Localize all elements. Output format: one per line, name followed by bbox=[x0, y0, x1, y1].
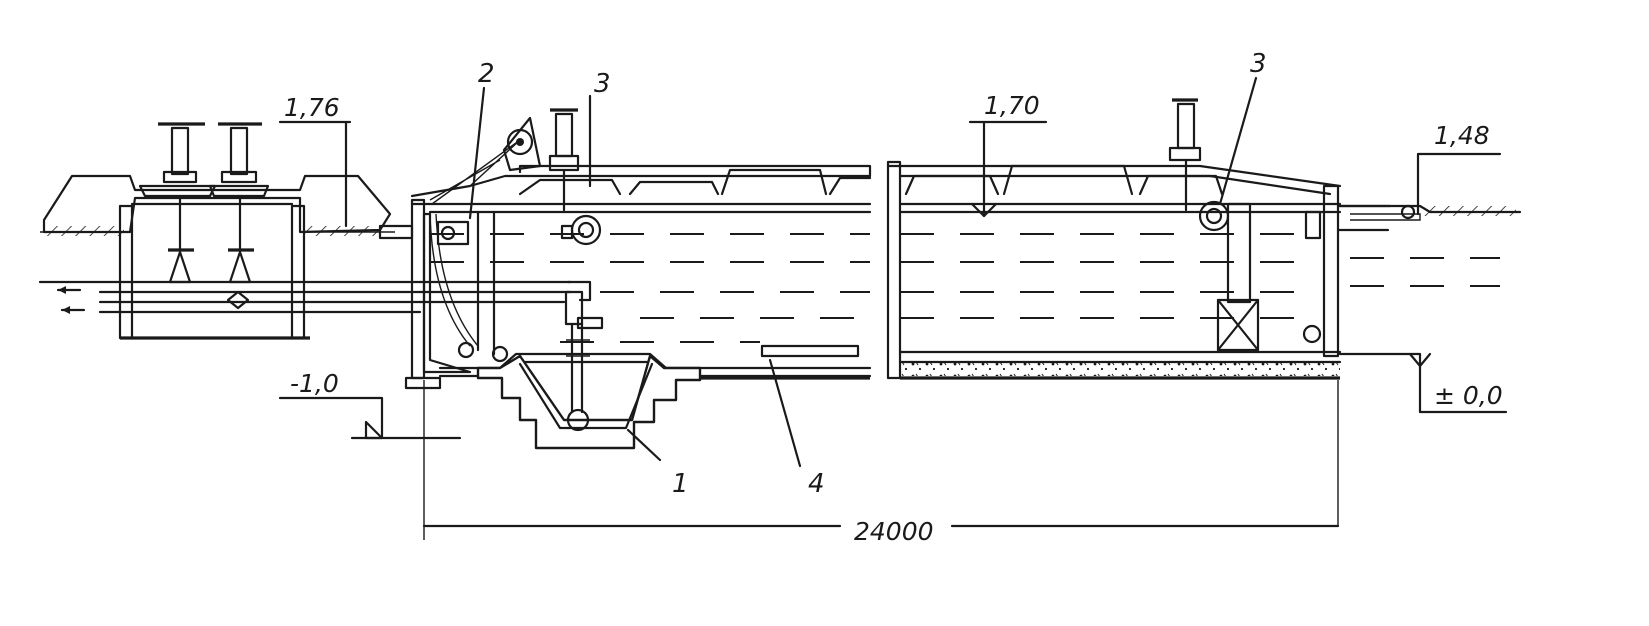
dimension-lines bbox=[278, 120, 1508, 540]
callout-leaders bbox=[468, 76, 1258, 468]
tank-left-section bbox=[378, 108, 872, 450]
callout-label-3-right: 3 bbox=[1250, 49, 1267, 79]
callout-label-1: 1 bbox=[672, 469, 689, 499]
valve-column-icon bbox=[1168, 98, 1202, 212]
winch-drum-icon bbox=[429, 116, 542, 205]
length-dimension-label: 24000 bbox=[854, 517, 934, 546]
callout-label-2: 2 bbox=[478, 59, 495, 89]
elevation-label-mid-top: 1,70 bbox=[984, 91, 1040, 120]
left-valve-chamber bbox=[38, 122, 422, 340]
tank-right-section bbox=[886, 98, 1522, 380]
elevation-label-right-top: 1,48 bbox=[1434, 121, 1490, 150]
callout-label-4: 4 bbox=[808, 469, 825, 499]
telescopic-valve-icon bbox=[564, 280, 604, 432]
support-column-icon bbox=[1216, 202, 1260, 352]
elevation-label-left-top: 1,76 bbox=[284, 93, 340, 122]
elevation-label-zero: ± 0,0 bbox=[1434, 381, 1503, 410]
elevation-label-bottom-left: -1,0 bbox=[290, 369, 339, 398]
gate-valve-handwheel-icon bbox=[138, 122, 217, 198]
valve-column-icon bbox=[548, 108, 580, 212]
gate-valve-handwheel-icon bbox=[208, 122, 270, 198]
callout-label-3-left: 3 bbox=[594, 69, 611, 99]
